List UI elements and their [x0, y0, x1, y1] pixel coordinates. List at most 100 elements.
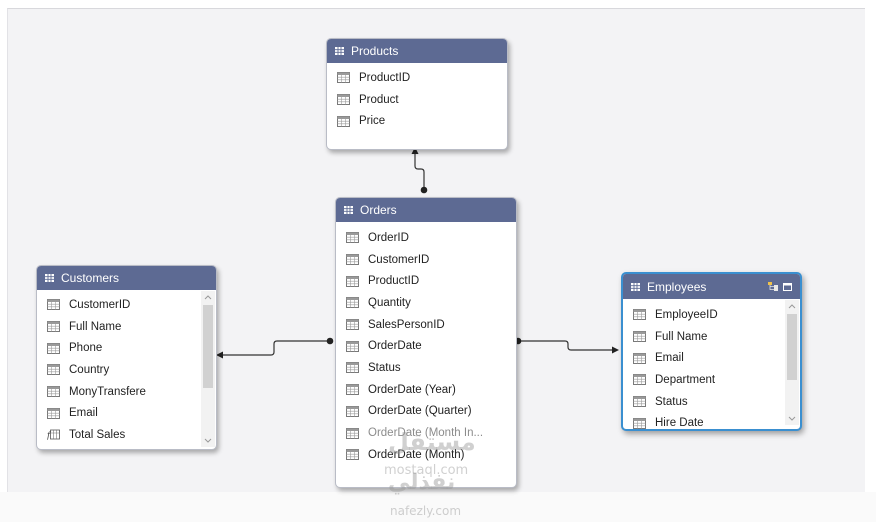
rel-orders-products	[414, 150, 425, 190]
field-item[interactable]: CustomerID	[336, 249, 516, 271]
field-label: Hire Date	[655, 417, 704, 430]
column-icon	[346, 384, 359, 396]
column-icon	[346, 319, 359, 331]
field-item[interactable]: EmployeeID	[623, 304, 800, 326]
column-icon	[346, 232, 359, 244]
field-item[interactable]: OrderDate (Quarter)	[336, 401, 516, 423]
field-item[interactable]: Status	[336, 357, 516, 379]
column-icon	[346, 254, 359, 265]
create-hierarchy-icon[interactable]	[768, 282, 779, 291]
column-icon	[346, 449, 359, 461]
column-icon	[337, 72, 350, 84]
column-icon	[633, 396, 646, 408]
column-icon	[47, 364, 60, 376]
column-icon	[346, 275, 359, 287]
scroll-down-icon[interactable]	[785, 413, 799, 425]
scroll-up-icon[interactable]	[201, 291, 215, 303]
column-icon	[346, 340, 359, 352]
field-label: Country	[69, 363, 110, 376]
field-item[interactable]: Quantity	[336, 292, 516, 314]
employees-header[interactable]: Employees	[623, 274, 800, 299]
scroll-thumb[interactable]	[787, 314, 797, 380]
field-label: CustomerID	[69, 298, 131, 311]
rel-arrow-customers	[216, 351, 223, 359]
field-item[interactable]: Hire Date	[623, 412, 800, 430]
scroll-up-icon[interactable]	[785, 300, 799, 312]
field-label: Product	[359, 93, 399, 106]
products-header[interactable]: Products	[327, 39, 507, 63]
column-icon	[633, 352, 646, 364]
field-item[interactable]: OrderDate	[336, 335, 516, 357]
field-label: Full Name	[69, 320, 122, 333]
field-label: Price	[359, 115, 386, 128]
customers-scrollbar[interactable]	[201, 291, 215, 447]
column-icon	[337, 115, 350, 127]
column-icon	[346, 427, 359, 439]
field-label: Full Name	[655, 330, 708, 343]
calculator-icon: f	[47, 430, 60, 440]
orders-title: Orders	[360, 203, 397, 217]
employees-table-card[interactable]: Employees EmployeeID Full Name Email Dep…	[621, 272, 802, 431]
products-field-list: ProductID Product Price	[327, 63, 507, 132]
field-label: Email	[69, 407, 98, 420]
field-item[interactable]: Country	[37, 359, 216, 381]
field-item[interactable]: Full Name	[37, 316, 216, 338]
measure-item[interactable]: f Total Sales	[37, 424, 216, 446]
field-item[interactable]: Full Name	[623, 326, 800, 348]
field-label: Quantity	[368, 296, 411, 309]
field-label: Status	[655, 395, 688, 408]
field-label: CustomerID	[368, 253, 430, 266]
field-label: Phone	[69, 342, 103, 355]
column-icon	[346, 297, 359, 309]
column-icon	[633, 309, 646, 321]
maximize-icon[interactable]	[783, 282, 792, 291]
customers-table-card[interactable]: Customers CustomerID Full Name Phone Cou…	[36, 265, 217, 450]
watermark-domain-1: mostaql.com	[384, 463, 469, 478]
field-item[interactable]: Email	[37, 402, 216, 424]
customers-title: Customers	[61, 271, 120, 285]
field-item[interactable]: Phone	[37, 337, 216, 359]
field-label: OrderID	[368, 231, 409, 244]
field-item[interactable]: OrderDate (Month)	[336, 444, 516, 466]
field-item[interactable]: ProductID	[336, 270, 516, 292]
svg-text:f: f	[47, 431, 52, 440]
orders-table-card[interactable]: Orders OrderID CustomerID ProductID Quan…	[335, 197, 517, 488]
field-item[interactable]: OrderDate (Year)	[336, 379, 516, 401]
column-icon	[633, 417, 646, 429]
column-icon	[346, 405, 359, 417]
field-item[interactable]: MonyTransfere	[37, 381, 216, 403]
field-label: Email	[655, 352, 684, 365]
column-icon	[47, 342, 60, 354]
field-item[interactable]: ProductID	[327, 67, 507, 89]
field-item[interactable]: Status	[623, 391, 800, 413]
column-icon	[47, 321, 60, 332]
scroll-thumb[interactable]	[203, 305, 213, 388]
field-label: OrderDate	[368, 340, 422, 353]
measure-label: Total Sales	[69, 428, 126, 441]
employees-title: Employees	[647, 279, 707, 294]
orders-header[interactable]: Orders	[336, 198, 516, 222]
field-item[interactable]: Product	[327, 89, 507, 111]
field-item[interactable]: Email	[623, 347, 800, 369]
rel-orders-employees	[518, 340, 613, 351]
field-item-hidden[interactable]: OrderDate (Month In...	[336, 422, 516, 444]
field-item[interactable]: OrderID	[336, 227, 516, 249]
field-label: SalesPersonID	[368, 318, 445, 331]
field-label: Status	[368, 361, 401, 374]
customers-header[interactable]: Customers	[37, 266, 216, 290]
products-table-card[interactable]: Products ProductID Product Price	[326, 38, 508, 150]
field-label: OrderDate (Year)	[368, 383, 456, 396]
column-icon	[346, 362, 359, 374]
column-icon	[47, 407, 60, 419]
column-icon	[633, 374, 646, 386]
field-item[interactable]: CustomerID	[37, 294, 216, 316]
employees-scrollbar[interactable]	[785, 300, 799, 425]
field-item[interactable]: Department	[623, 369, 800, 391]
scroll-down-icon[interactable]	[201, 435, 215, 447]
rel-arrow-employees	[612, 346, 619, 354]
field-item[interactable]: Price	[327, 110, 507, 132]
column-icon	[47, 386, 60, 398]
watermark-brand-ar: مستقل	[388, 428, 476, 456]
column-icon	[633, 331, 646, 342]
field-item[interactable]: SalesPersonID	[336, 314, 516, 336]
